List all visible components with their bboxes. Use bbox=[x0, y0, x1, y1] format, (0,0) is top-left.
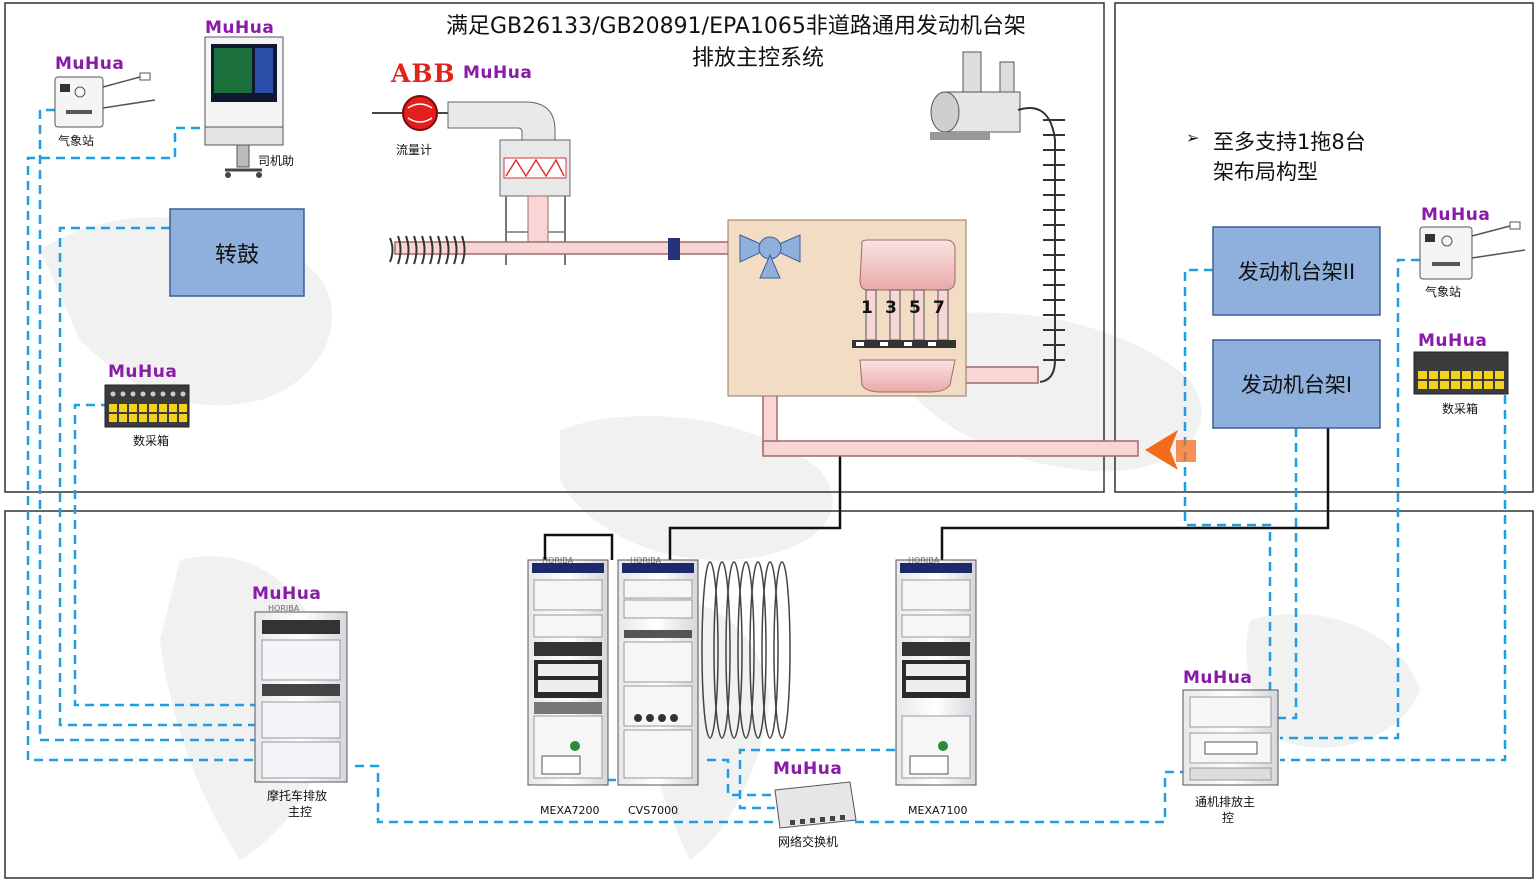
mexa7200-rack bbox=[527, 559, 609, 786]
horiba-logo-mexa7200: HORIBA bbox=[542, 556, 574, 565]
cylinder-number-1: 1 bbox=[861, 298, 873, 318]
muhua-logo-driver: MuHua bbox=[205, 18, 275, 38]
engine-bench-1-label: 发动机台架I bbox=[1240, 373, 1353, 397]
bench-panel bbox=[1114, 2, 1534, 493]
driver-robot-label: 司机助 bbox=[258, 154, 295, 168]
daq-left-label: 数采箱 bbox=[133, 434, 170, 448]
horiba-logo-mexa7100: HORIBA bbox=[908, 556, 940, 565]
coiled-hose bbox=[701, 561, 791, 739]
muhua-logo-abb: MuHua bbox=[463, 63, 533, 83]
intake-hose-left bbox=[389, 235, 466, 265]
cvs7000-rack bbox=[617, 559, 699, 786]
moto-controller-label-1: 摩托车排放 bbox=[267, 789, 328, 803]
muhua-logo-weather-left: MuHua bbox=[55, 54, 125, 74]
cylinder-number-7: 7 bbox=[933, 298, 945, 318]
network-switch-label: 网络交换机 bbox=[778, 835, 839, 849]
muhua-logo-daq-left: MuHua bbox=[108, 362, 178, 382]
title-line-2: 排放主控系统 bbox=[692, 46, 825, 71]
flow-meter-label: 流量计 bbox=[396, 143, 433, 157]
abb-logo: ABB bbox=[391, 59, 456, 88]
daq-right-label: 数采箱 bbox=[1442, 402, 1479, 416]
note-line-2: 架布局构型 bbox=[1213, 160, 1318, 184]
weather-station-right-device bbox=[1419, 221, 1526, 280]
dyno-box bbox=[169, 208, 305, 297]
horiba-logo-moto: HORIBA bbox=[268, 604, 300, 613]
solid-signal-lines bbox=[543, 428, 1330, 560]
cylinder-number-3: 3 bbox=[885, 298, 897, 318]
general-controller-device bbox=[1182, 689, 1279, 786]
general-controller-label-2: 控 bbox=[1222, 811, 1235, 825]
general-controller-label-1: 通机排放主 bbox=[1195, 795, 1256, 809]
orange-arrow-tail bbox=[1176, 440, 1196, 462]
muhua-logo-weather-right: MuHua bbox=[1421, 205, 1491, 225]
engine-block bbox=[852, 239, 956, 393]
muhua-logo-switch: MuHua bbox=[773, 759, 843, 779]
dashed-comm-lines bbox=[26, 108, 1507, 824]
note-bullet-icon: ➢ bbox=[1186, 128, 1200, 147]
cylinder-number-5: 5 bbox=[909, 298, 921, 318]
mexa7200-label: MEXA7200 bbox=[540, 804, 600, 817]
weather-station-right-label: 气象站 bbox=[1425, 285, 1462, 299]
network-switch-device bbox=[774, 781, 857, 829]
muhua-logo-general: MuHua bbox=[1183, 668, 1253, 688]
orange-arrow-icon bbox=[1145, 430, 1178, 470]
weather-station-left-device bbox=[54, 72, 156, 128]
flex-exhaust-hose bbox=[1017, 107, 1065, 383]
engine-bench-2-label: 发动机台架II bbox=[1237, 260, 1356, 284]
daq-left-device bbox=[104, 384, 190, 428]
muhua-logo-daq-right: MuHua bbox=[1418, 331, 1488, 351]
motor-device bbox=[930, 51, 1021, 140]
control-room-panel bbox=[4, 510, 1534, 879]
mexa7100-rack bbox=[895, 559, 977, 786]
weather-station-left-label: 气象站 bbox=[58, 134, 95, 148]
horiba-logo-cvs7000: HORIBA bbox=[630, 556, 662, 565]
muhua-logo-moto: MuHua bbox=[252, 584, 322, 604]
dyno-label: 转鼓 bbox=[214, 242, 259, 268]
dilution-tunnel bbox=[447, 101, 571, 265]
engine-bench-1-box bbox=[1212, 339, 1381, 429]
flow-meter-device bbox=[372, 95, 448, 131]
engine-bench-2-box bbox=[1212, 226, 1381, 316]
moto-controller-label-2: 主控 bbox=[288, 805, 313, 819]
cvs7000-label: CVS7000 bbox=[628, 804, 679, 817]
moto-controller-rack bbox=[254, 611, 348, 783]
three-way-valve bbox=[739, 234, 801, 279]
title-line-1: 满足GB26133/GB20891/EPA1065非道路通用发动机台架 bbox=[446, 14, 1026, 39]
note-line-1: 至多支持1拖8台 bbox=[1213, 130, 1366, 154]
daq-right-device bbox=[1413, 351, 1509, 395]
test-cell-panel bbox=[4, 2, 1105, 493]
driver-robot-device bbox=[204, 36, 284, 178]
mexa7100-label: MEXA7100 bbox=[908, 804, 968, 817]
